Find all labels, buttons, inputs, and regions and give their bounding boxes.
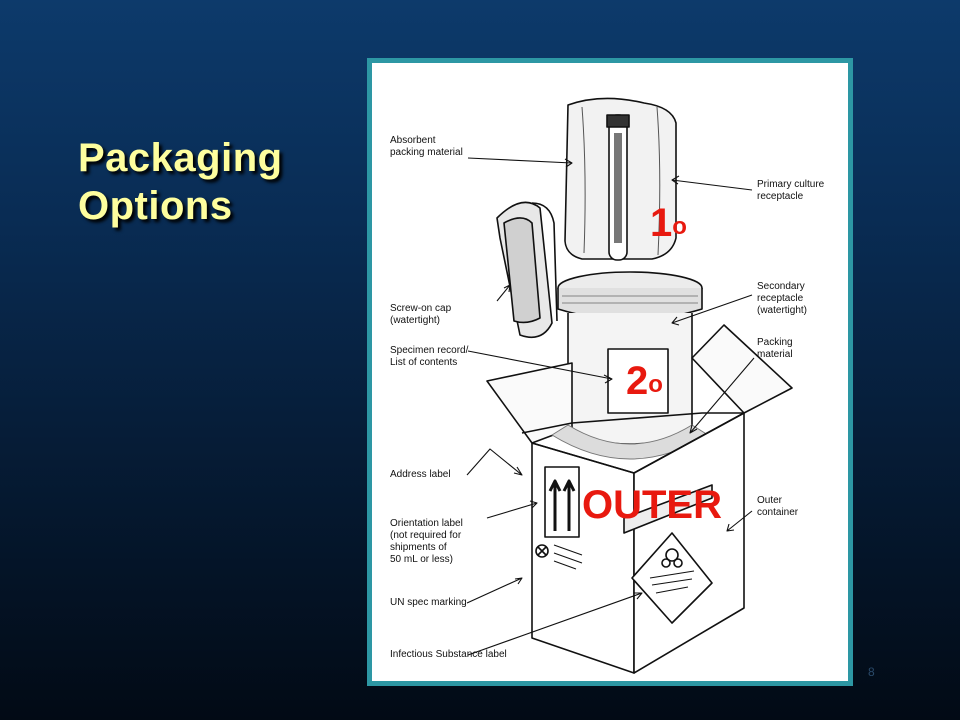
slide-title-line2: Options (78, 184, 233, 228)
packaging-illustration (466, 97, 793, 674)
label-cap: Screw-on cap (watertight) (390, 303, 452, 326)
packaging-diagram: Absorbent packing material Primary cultu… (372, 63, 848, 681)
slide-title: Packaging Options (78, 134, 283, 230)
label-specimen: Specimen record/ List of contents (390, 345, 469, 368)
label-infectious: Infectious Substance label (390, 649, 507, 660)
label-outer-container: Outer container (757, 495, 799, 518)
slide-title-line1: Packaging (78, 136, 283, 180)
label-orientation: Orientation label (not required for ship… (390, 518, 463, 565)
diagram-frame: Absorbent packing material Primary cultu… (367, 58, 853, 686)
label-secondary: Secondary receptacle (watertight) (757, 281, 808, 316)
label-un-spec: UN spec marking (390, 597, 467, 608)
label-primary: Primary culture receptacle (757, 179, 825, 202)
marker-outer: OUTER (582, 483, 722, 527)
marker-secondary-degree: o (648, 371, 663, 398)
marker-secondary-num: 2 (626, 359, 649, 403)
outer-box-flap-right (691, 324, 793, 414)
label-address: Address label (390, 469, 451, 480)
marker-primary: 1o (650, 201, 687, 245)
biohazard-label (631, 532, 713, 624)
marker-primary-num: 1 (650, 201, 673, 245)
marker-primary-degree: o (672, 213, 687, 240)
page-number: 8 (868, 665, 875, 679)
marker-secondary: 2o (626, 359, 663, 403)
label-absorbent: Absorbent packing material (390, 135, 463, 158)
label-packing: Packing material (757, 337, 793, 360)
